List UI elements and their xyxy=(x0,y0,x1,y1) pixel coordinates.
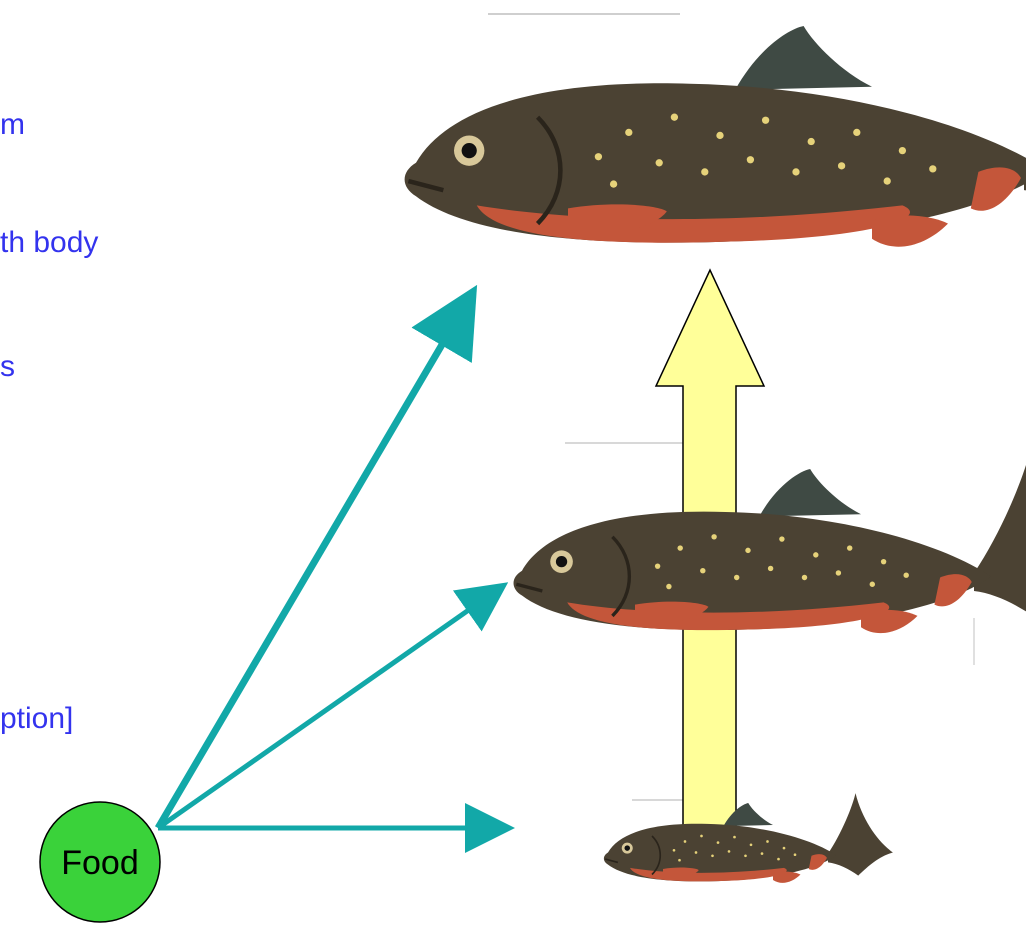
arrow-to-large-fish xyxy=(158,297,470,828)
fish-large xyxy=(405,0,1026,247)
fish-medium xyxy=(514,449,1026,633)
arrow-to-medium-fish xyxy=(158,588,500,828)
fish-small xyxy=(604,793,893,883)
food-label: Food xyxy=(61,844,139,882)
